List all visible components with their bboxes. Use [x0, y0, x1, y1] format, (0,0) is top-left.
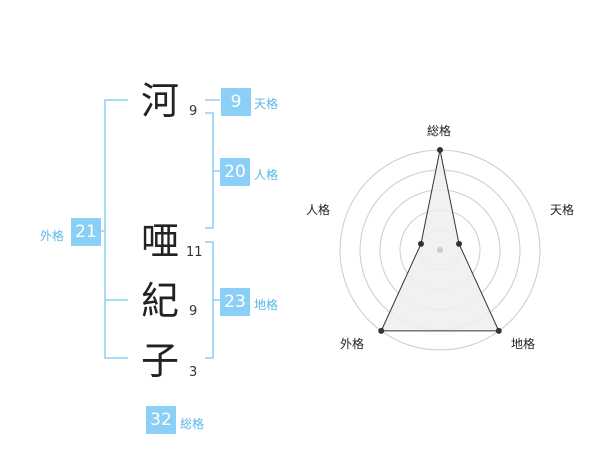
name-char-4: 子 [140, 339, 179, 383]
radar-point-1 [437, 147, 443, 153]
chikaku-badge: 23 [220, 288, 250, 316]
radar-label-gaikaku: 外格 [340, 337, 365, 351]
jinkaku-label: 人格 [254, 168, 279, 182]
name-char-1: 河 [140, 79, 179, 123]
gaikaku-badge: 21 [71, 218, 101, 246]
stroke-count-2: 11 [186, 245, 203, 260]
radar-label-soukaku: 総格 [427, 124, 452, 138]
tenkaku-badge: 9 [221, 88, 251, 116]
radar-label-jinkaku: 人格 [306, 203, 331, 217]
radar-point-4 [378, 327, 385, 334]
soukaku-badge: 32 [146, 406, 176, 434]
gaikaku-bracket [104, 99, 128, 359]
gaikaku-label: 外格 [40, 229, 65, 243]
chikaku-label: 地格 [254, 298, 279, 312]
radar-label-chikaku: 地格 [511, 337, 536, 351]
name-char-3: 紀 [140, 279, 179, 323]
radar-polygon [380, 149, 500, 332]
soukaku-label: 総格 [180, 417, 205, 431]
radar-center-point [437, 247, 443, 253]
radar-point-2 [456, 240, 463, 247]
stroke-count-1: 9 [189, 104, 198, 119]
jinkaku-badge: 20 [220, 158, 250, 186]
stroke-count-4: 3 [189, 365, 198, 380]
radar-label-tenkaku: 天格 [550, 203, 575, 217]
radar-point-3 [495, 327, 502, 334]
tenkaku-label: 天格 [254, 97, 279, 111]
stroke-count-3: 9 [189, 304, 198, 319]
radar-point-5 [417, 240, 424, 247]
name-char-2: 唖 [140, 219, 179, 263]
